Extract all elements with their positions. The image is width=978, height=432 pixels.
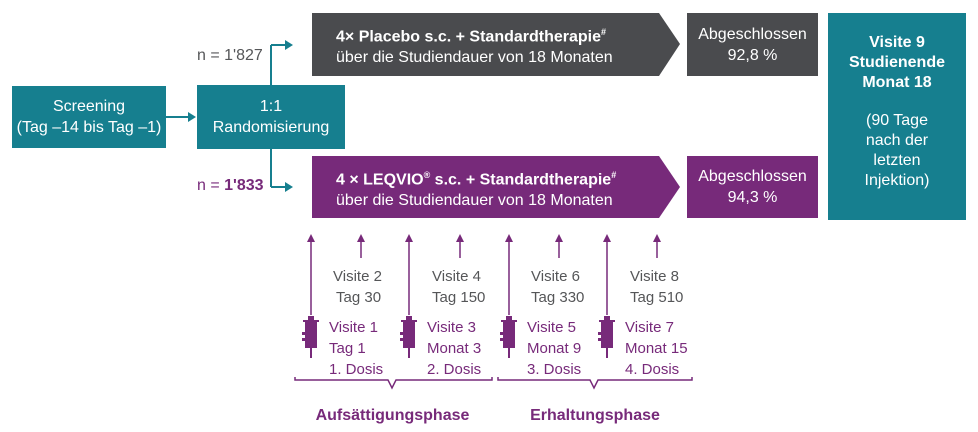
syringe-icon (400, 316, 417, 358)
placebo-result-label: Abgeschlossen (698, 25, 807, 43)
visit-day: Tag 30 (336, 289, 382, 306)
randomisierung-ratio: 1:1 (259, 98, 283, 115)
phase-maintenance-label: Erhaltungsphase (530, 407, 660, 424)
leqvio-title-part2: s.c. + Standardtherapie (430, 171, 612, 189)
placebo-result-value: 92,8 % (727, 46, 778, 64)
syringe-icon (302, 316, 319, 358)
leqvio-result-box: Abgeschlossen 94,3 % (687, 156, 818, 218)
placebo-arm-shape (312, 13, 680, 76)
leqvio-title-registered: ® (423, 170, 431, 180)
placebo-arm-subtitle: über die Studiendauer von 18 Monaten (336, 49, 613, 67)
placebo-title-footnote: # (601, 27, 607, 37)
leqvio-arm-subtitle: über die Studiendauer von 18 Monaten (336, 192, 613, 210)
visit-gray-2: Visite 2 Tag 30 (333, 266, 393, 308)
visit-label: Visite 2 (333, 268, 382, 285)
placebo-title-text: 4× Placebo s.c. + Standardtherapie (336, 28, 601, 46)
visit-gray-4: Visite 4 Tag 150 (432, 266, 496, 308)
final-visit-title: Visite 9 (869, 34, 925, 51)
final-visit-month: Monat 18 (862, 74, 932, 91)
arrow-right-icon (285, 40, 293, 50)
phase-loading-label: Aufsättigungsphase (315, 407, 470, 424)
screening-box: Screening (Tag –14 bis Tag –1) (12, 86, 166, 148)
randomisierung-label: Randomisierung (212, 119, 330, 136)
visit-label: Visite 3 (427, 319, 476, 336)
leqvio-title-footnote: # (611, 170, 617, 180)
leqvio-arm-shape (312, 156, 680, 218)
phase-brackets (294, 377, 693, 390)
visit-time: Monat 3 (427, 340, 482, 357)
visit-gray-6: Visite 6 Tag 330 (531, 266, 595, 308)
leqvio-arm-title: 4 × LEQVIO® s.c. + Standardtherapie# (336, 165, 666, 190)
final-visit-note-2: nach der (865, 132, 929, 149)
dose-visit-arrows (307, 234, 611, 315)
visit-dose-1: Visite 1 Tag 1 1. Dosis (329, 317, 395, 380)
leqvio-title-part1: 4 × LEQVIO (336, 171, 424, 189)
visit-dose: 4. Dosis (625, 361, 680, 378)
final-visit-subtitle: Studienende (848, 54, 945, 71)
final-visit-note-4: Injektion) (864, 172, 930, 189)
visit-day: Tag 510 (630, 289, 684, 306)
leqvio-arm-text: 4 × LEQVIO® s.c. + Standardtherapie# übe… (336, 165, 666, 211)
placebo-arm-title: 4× Placebo s.c. + Standardtherapie# (336, 22, 666, 47)
visit-dose-7: Visite 7 Monat 15 4. Dosis (625, 317, 701, 380)
visit-dose-5: Visite 5 Monat 9 3. Dosis (527, 317, 593, 380)
placebo-result-box: Abgeschlossen 92,8 % (687, 13, 818, 76)
leqvio-result-value: 94,3 % (727, 189, 778, 206)
leqvio-n-value: 1'833 (224, 177, 264, 194)
arrow-right-icon (188, 112, 196, 122)
syringe-icon (598, 316, 615, 358)
visit-gray-8: Visite 8 Tag 510 (630, 266, 694, 308)
final-visit-note-1: (90 Tage (866, 112, 928, 129)
placebo-n-label: n = 1'827 (197, 47, 263, 64)
visit-label: Visite 1 (329, 319, 378, 336)
visit-day: Tag 330 (531, 289, 585, 306)
visit-dose: 1. Dosis (329, 361, 384, 378)
visit-label: Visite 5 (527, 319, 576, 336)
screening-title: Screening (52, 98, 126, 115)
visit-time: Monat 9 (527, 340, 582, 357)
screening-period: (Tag –14 bis Tag –1) (16, 119, 162, 136)
leqvio-n-prefix: n = (197, 177, 225, 194)
visit-dose-3: Visite 3 Monat 3 2. Dosis (427, 317, 497, 380)
leqvio-result-label: Abgeschlossen (698, 168, 807, 185)
visit-label: Visite 6 (531, 268, 580, 285)
placebo-arm-text: 4× Placebo s.c. + Standardtherapie# über… (336, 22, 666, 68)
visit-dose: 3. Dosis (527, 361, 582, 378)
control-visit-arrows (357, 234, 661, 258)
visit-label: Visite 4 (432, 268, 481, 285)
visit-label: Visite 7 (625, 319, 674, 336)
leqvio-n-label: n = 1'833 (197, 177, 264, 195)
visit-time: Monat 15 (625, 340, 688, 357)
visit-time: Tag 1 (329, 340, 366, 357)
visit-label: Visite 8 (630, 268, 679, 285)
visit-day: Tag 150 (432, 289, 486, 306)
visit-dose: 2. Dosis (427, 361, 482, 378)
final-visit-box: Visite 9 Studienende Monat 18 (90 Tage n… (828, 13, 966, 220)
arrow-right-icon (285, 182, 293, 192)
randomisierung-box: 1:1 Randomisierung (197, 85, 345, 149)
syringe-icon (500, 316, 517, 358)
final-visit-note-3: letzten (873, 152, 921, 169)
